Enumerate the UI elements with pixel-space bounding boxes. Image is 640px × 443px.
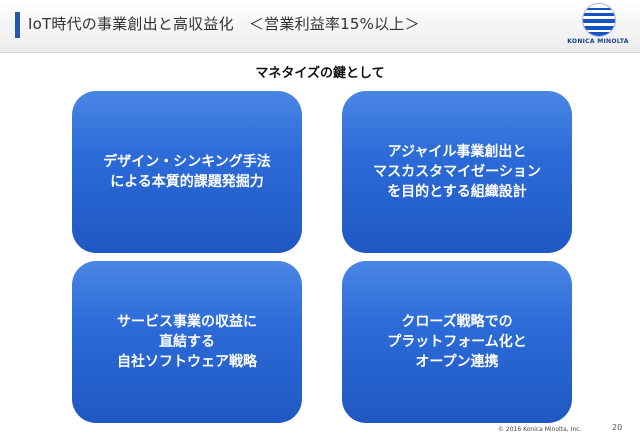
card-design-thinking: デザイン・シンキング手法 による本質的課題発掘力 [72, 91, 302, 253]
header-bar: IoT時代の事業創出と高収益化 ＜営業利益率15%以上＞ KONICA MINO… [0, 0, 640, 53]
card-text: デザイン・シンキング手法 による本質的課題発掘力 [103, 154, 271, 190]
page-title: IoT時代の事業創出と高収益化 ＜営業利益率15%以上＞ [28, 15, 420, 33]
section-subtitle: マネタイズの鍵として [255, 66, 385, 81]
card-software-strategy: サービス事業の収益に 直結する 自社ソフトウェア戦略 [72, 261, 302, 423]
card-agile-organization: アジャイル事業創出と マスカスタマイゼーション を目的とする組織設計 [342, 91, 572, 253]
page-number: 20 [612, 423, 623, 432]
card-text: サービス事業の収益に 直結する 自社ソフトウェア戦略 [117, 314, 257, 370]
card-text: アジャイル事業創出と マスカスタマイゼーション を目的とする組織設計 [373, 144, 541, 200]
card-platform-strategy: クローズ戦略での プラットフォーム化と オープン連携 [342, 261, 572, 423]
globe-logo-icon [582, 3, 616, 37]
logo-wordmark: KONICA MINOLTA [567, 38, 629, 45]
copyright-notice: © 2016 Konica Minolta, Inc. [498, 426, 582, 433]
header-accent-bar [15, 12, 20, 38]
card-text: クローズ戦略での プラットフォーム化と オープン連携 [387, 314, 527, 370]
konica-minolta-logo: KONICA MINOLTA [562, 3, 634, 49]
